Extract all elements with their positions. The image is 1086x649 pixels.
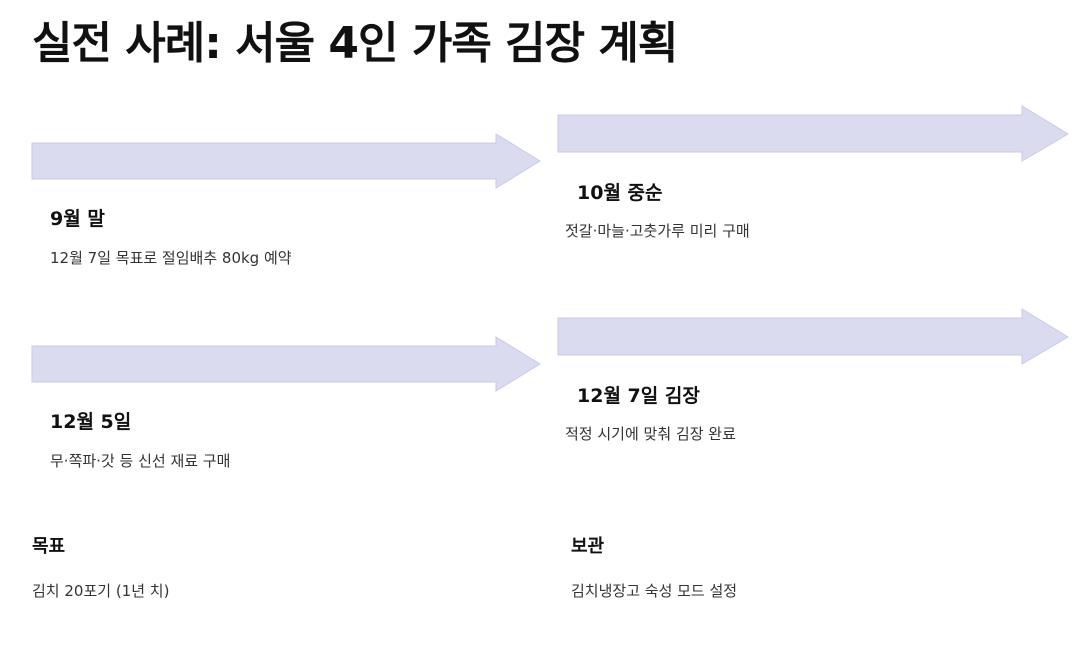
info-label-storage: 보관	[571, 536, 605, 557]
step-description: 젓갈·마늘·고춧가루 미리 구매	[565, 222, 750, 240]
arrow-shape	[557, 105, 1069, 162]
step-description: 무·쪽파·갓 등 신선 재료 구매	[50, 452, 231, 470]
step-title: 10월 중순	[577, 182, 663, 204]
info-label-goal: 목표	[32, 536, 66, 557]
arrow-shape	[31, 336, 541, 392]
page-title: 실전 사례: 서울 4인 가족 김장 계획	[32, 18, 678, 69]
step-description: 적정 시기에 맞춰 김장 완료	[565, 425, 736, 443]
step-title: 12월 7일 김장	[577, 385, 700, 407]
info-value-goal: 김치 20포기 (1년 치)	[32, 582, 170, 600]
arrow-shape	[31, 133, 541, 189]
info-value-storage: 김치냉장고 숙성 모드 설정	[571, 582, 738, 600]
step-title: 9월 말	[50, 208, 105, 230]
step-title: 12월 5일	[50, 411, 132, 433]
arrow-shape	[557, 308, 1069, 365]
step-description: 12월 7일 목표로 절임배추 80kg 예약	[50, 249, 292, 267]
